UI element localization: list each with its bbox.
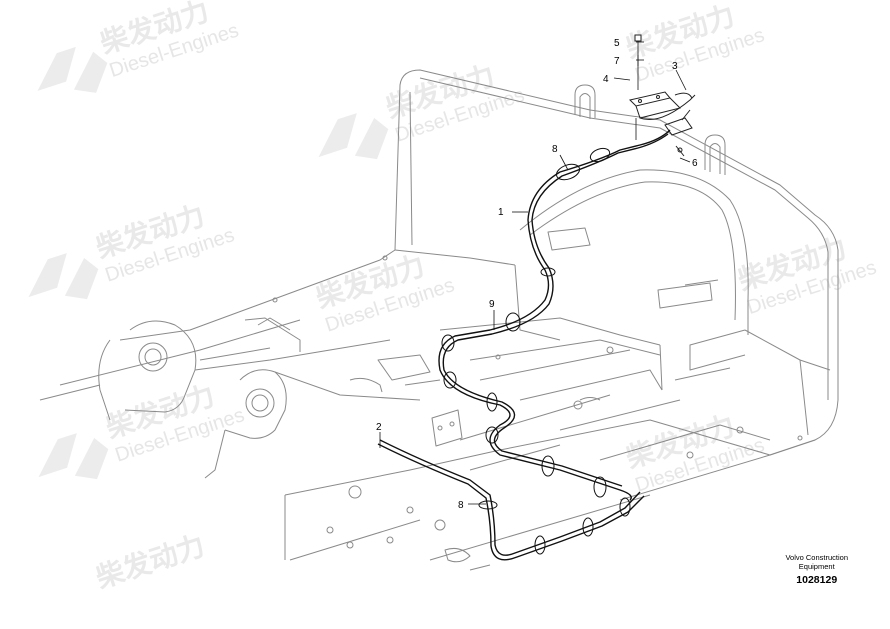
leader-lines [379,41,691,505]
callout-3: 3 [672,61,678,72]
bracket-part-3 [639,94,696,120]
watermark-layer: 柴发动力 Diesel-Engines 柴发动力 Diesel-Engines … [28,0,879,595]
credit-company: Volvo Construction [785,553,848,562]
callout-4: 4 [603,74,609,85]
credit-division: Equipment [798,562,835,571]
watermark-brand: 柴发动力 [92,529,209,595]
drawing-number: 1028129 [796,574,838,586]
watermark-logo-icon [38,433,109,480]
bracket-assembly [629,34,696,157]
callout-7: 7 [614,56,620,67]
cable-clamps-part-8 [441,147,631,555]
callout-6: 6 [692,158,698,169]
watermark-logo-icon [37,46,108,93]
callout-1: 1 [498,207,504,218]
sensor-part-6 [664,117,693,136]
callout-2: 2 [376,422,382,433]
callout-labels: 5 7 4 3 6 8 1 9 2 8 [376,38,698,511]
machine-frame-drawing [39,69,839,571]
watermark-logo-icon [318,113,389,160]
callout-8-lower: 8 [458,500,464,511]
callout-5: 5 [614,38,620,49]
plate-part-4 [629,91,671,107]
cable-harness-part-1 [377,129,671,561]
watermark-logo-icon [28,253,99,300]
callout-9: 9 [489,299,495,310]
callout-8-upper: 8 [552,144,558,155]
credit-block: Volvo Construction Equipment 1028129 [785,553,848,586]
